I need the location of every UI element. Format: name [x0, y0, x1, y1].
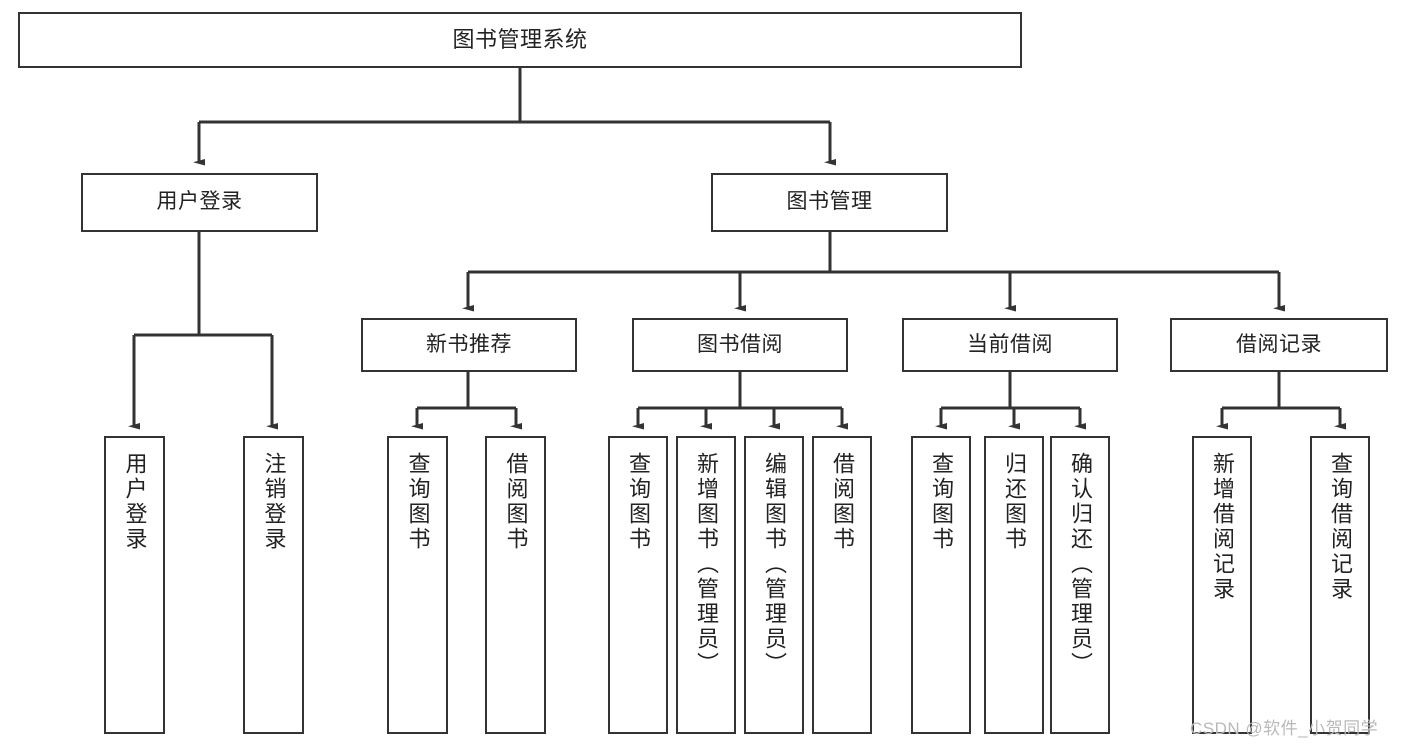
node-leaf-query-borrow-record[interactable]: 查询借阅记录	[1310, 436, 1370, 734]
node-current-borrow[interactable]: 当前借阅	[902, 318, 1118, 372]
node-leaf-add-book-admin[interactable]: 新增图书（管理员）	[676, 436, 736, 734]
node-leaf-return-book-label: 归还图书	[1002, 452, 1027, 552]
node-new-book-recommend-label: 新书推荐	[426, 332, 512, 356]
node-leaf-borrow-book-recommend[interactable]: 借阅图书	[485, 436, 546, 734]
node-leaf-edit-book-admin[interactable]: 编辑图书（管理员）	[744, 436, 804, 734]
node-leaf-logout[interactable]: 注销登录	[243, 436, 304, 734]
node-leaf-add-book-admin-label: 新增图书（管理员）	[694, 452, 719, 677]
node-leaf-query-book-recommend-label: 查询图书	[405, 452, 431, 552]
node-book-management[interactable]: 图书管理	[711, 173, 948, 232]
node-current-borrow-label: 当前借阅	[967, 332, 1053, 356]
node-leaf-logout-label: 注销登录	[261, 452, 287, 552]
node-root-label: 图书管理系统	[452, 27, 588, 53]
node-leaf-query-book-borrow-label: 查询图书	[626, 452, 651, 552]
node-leaf-confirm-return-admin-label: 确认归还（管理员）	[1068, 452, 1093, 677]
node-leaf-edit-book-admin-label: 编辑图书（管理员）	[762, 452, 787, 677]
node-leaf-query-book-recommend[interactable]: 查询图书	[387, 436, 448, 734]
node-leaf-return-book[interactable]: 归还图书	[984, 436, 1044, 734]
node-root[interactable]: 图书管理系统	[18, 12, 1022, 68]
node-leaf-user-login-label: 用户登录	[122, 452, 148, 552]
node-leaf-query-book-borrow[interactable]: 查询图书	[608, 436, 668, 734]
node-user-login[interactable]: 用户登录	[81, 173, 318, 232]
node-borrow-record[interactable]: 借阅记录	[1170, 318, 1388, 372]
node-book-borrow-label: 图书借阅	[697, 332, 783, 356]
node-borrow-record-label: 借阅记录	[1236, 332, 1322, 356]
node-leaf-add-borrow-record-label: 新增借阅记录	[1210, 452, 1235, 602]
node-book-management-label: 图书管理	[786, 190, 873, 214]
node-leaf-borrow-book-label: 借阅图书	[830, 452, 855, 552]
node-book-borrow[interactable]: 图书借阅	[632, 318, 848, 372]
node-leaf-query-book-current[interactable]: 查询图书	[911, 436, 971, 734]
node-leaf-borrow-book[interactable]: 借阅图书	[812, 436, 872, 734]
node-leaf-query-book-current-label: 查询图书	[929, 452, 954, 552]
node-leaf-borrow-book-recommend-label: 借阅图书	[503, 452, 529, 552]
node-leaf-confirm-return-admin[interactable]: 确认归还（管理员）	[1050, 436, 1110, 734]
node-leaf-query-borrow-record-label: 查询借阅记录	[1328, 452, 1353, 602]
node-leaf-add-borrow-record[interactable]: 新增借阅记录	[1192, 436, 1252, 734]
node-leaf-user-login[interactable]: 用户登录	[104, 436, 165, 734]
csdn-watermark: CSDN @软件_小贺同学	[1190, 719, 1379, 738]
node-user-login-label: 用户登录	[156, 190, 243, 214]
node-new-book-recommend[interactable]: 新书推荐	[361, 318, 577, 372]
